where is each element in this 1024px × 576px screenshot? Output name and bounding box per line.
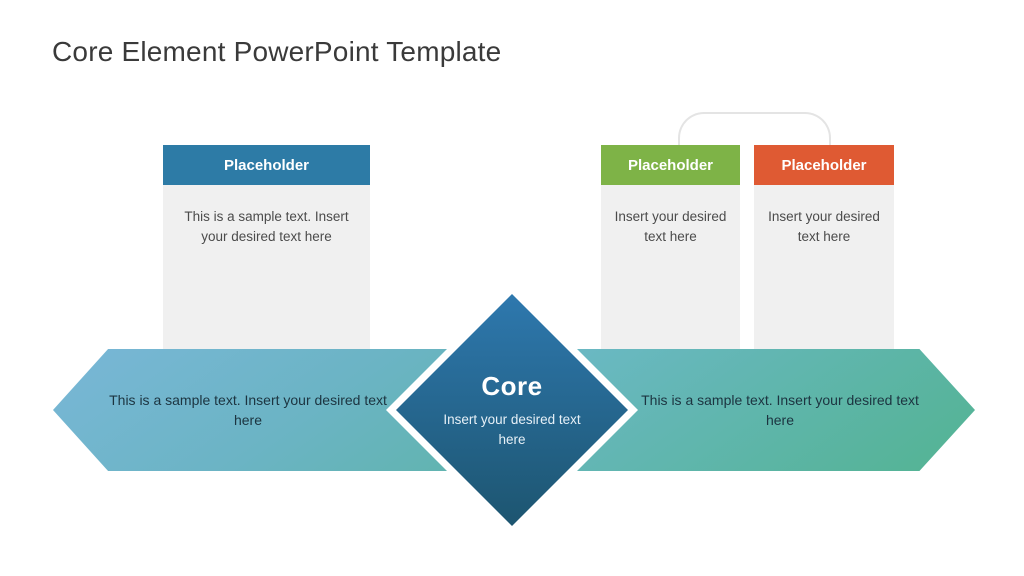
card-orange-header-label: Placeholder — [781, 156, 867, 174]
card-blue-header: Placeholder — [163, 145, 370, 185]
card-blue-header-label: Placeholder — [223, 156, 310, 174]
card-blue: Placeholder This is a sample text. Inser… — [163, 145, 370, 350]
arrow-left-text: This is a sample text. Insert your desir… — [109, 391, 387, 428]
core-diamond-title: Core — [481, 370, 543, 401]
card-orange-body-text: Insert your desired text here — [768, 209, 880, 245]
core-diamond-description: Insert your desired text here — [443, 411, 581, 447]
card-green-header: Placeholder — [601, 145, 740, 185]
card-green-body: Insert your desired text here — [601, 185, 740, 350]
card-green-header-label: Placeholder — [627, 156, 714, 174]
card-green: Placeholder Insert your desired text her… — [601, 145, 740, 350]
card-green-body-text: Insert your desired text here — [614, 209, 727, 245]
arrow-right-text: This is a sample text. Insert your desir… — [641, 391, 919, 428]
card-orange-header: Placeholder — [754, 145, 894, 185]
card-orange-body: Insert your desired text here — [754, 185, 894, 350]
card-blue-body: This is a sample text. Insert your desir… — [163, 185, 370, 350]
core-diamond: Core Insert your desired text here — [396, 294, 628, 526]
card-orange: Placeholder Insert your desired text her… — [754, 145, 894, 350]
card-blue-body-text: This is a sample text. Insert your desir… — [184, 209, 349, 245]
bracket-connector — [678, 112, 831, 162]
slide-title: Core Element PowerPoint Template — [52, 36, 502, 67]
